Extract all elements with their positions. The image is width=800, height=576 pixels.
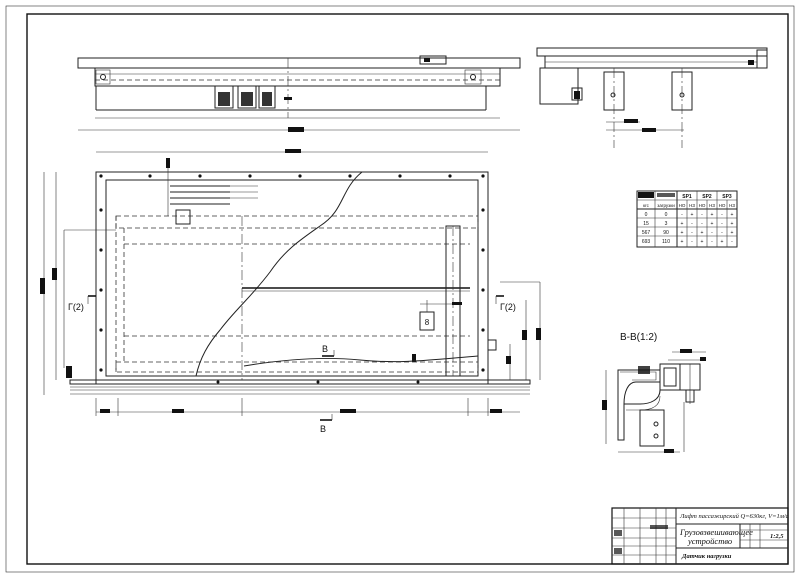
section-g-right-label: Г(2) xyxy=(500,302,516,312)
table-cell: 15 xyxy=(643,221,649,227)
table-cell: 90 xyxy=(663,230,669,236)
outer-frame xyxy=(5,5,795,573)
break-line xyxy=(195,171,363,377)
table-cell: - xyxy=(691,230,693,236)
section-g-left-label: Г(2) xyxy=(68,302,84,312)
table-cell: - xyxy=(701,221,703,227)
title-line3: устройство xyxy=(687,536,732,546)
table-cell: + xyxy=(701,230,704,236)
table-cell: - xyxy=(701,212,703,218)
table-cell: 110 xyxy=(662,239,670,245)
table-sub-2: НО xyxy=(679,203,686,208)
table-cell: 3 xyxy=(665,221,668,227)
table-header-sp1: SP1 xyxy=(682,194,692,200)
table-cell: - xyxy=(721,212,723,218)
top-view xyxy=(77,55,521,132)
table-sub-6: НО xyxy=(719,203,726,208)
table-cell: + xyxy=(731,221,734,227)
cable-bundle xyxy=(166,158,258,225)
title-line2: Грузовзвешивающее xyxy=(679,527,753,537)
table-cell: + xyxy=(681,221,684,227)
side-view xyxy=(536,47,768,148)
table-sub-5: НЗ xyxy=(709,203,715,208)
table-body: 0 0 - + - + - +15 3 + - - + - +567 90 + - + - - +693 110 + - + - + - xyxy=(642,212,734,245)
table-cell: + xyxy=(711,221,714,227)
scale-value: 1:2,5 xyxy=(770,533,784,540)
table-cell: + xyxy=(691,212,694,218)
table-header-sp3: SP3 xyxy=(722,194,732,200)
table-cell: + xyxy=(731,212,734,218)
table-cell: + xyxy=(701,239,704,245)
table-cell: - xyxy=(721,230,723,236)
table-cell: + xyxy=(681,239,684,245)
table-sub-4: НО xyxy=(699,203,706,208)
table-cell: + xyxy=(681,230,684,236)
load-marker: 8 xyxy=(425,318,430,327)
title-block: Лифт пассажирский Q=630кг, V=1м/с Грузов… xyxy=(611,507,789,565)
table-cell: - xyxy=(721,221,723,227)
title-line4: Датчик нагрузки xyxy=(681,553,732,560)
table-cell: - xyxy=(711,230,713,236)
base-rails xyxy=(66,366,531,395)
table-sub-0: кгс xyxy=(643,203,650,208)
inner-frame xyxy=(26,13,789,565)
table-cell: + xyxy=(721,239,724,245)
frame-bolts xyxy=(99,174,485,372)
table-cell: 567 xyxy=(642,230,651,236)
front-view: 8 xyxy=(40,149,541,434)
table-cell: - xyxy=(681,212,683,218)
table-cell: + xyxy=(711,212,714,218)
cut-b-bottom-label: В xyxy=(320,424,326,434)
table-cell: - xyxy=(731,239,733,245)
table-cell: 0 xyxy=(665,212,668,218)
title-line1: Лифт пассажирский Q=630кг, V=1м/с xyxy=(679,513,789,520)
cut-b-top-label: В xyxy=(322,344,328,354)
section-bb-view xyxy=(602,349,706,453)
table-sub-7: НЗ xyxy=(729,203,735,208)
switch-table: SP1 SP2 SP3 кгс загрузки НО НЗ НО НЗ НО … xyxy=(636,190,738,248)
table-cell: + xyxy=(731,230,734,236)
table-sub-1: загрузки xyxy=(657,203,675,208)
table-cell: - xyxy=(691,239,693,245)
table-cell: - xyxy=(711,239,713,245)
table-cell: - xyxy=(691,221,693,227)
table-cell: 0 xyxy=(645,212,648,218)
table-header-sp2: SP2 xyxy=(702,194,712,200)
table-cell: 693 xyxy=(642,239,651,245)
table-sub-3: НЗ xyxy=(689,203,695,208)
section-bb-label: В-В(1:2) xyxy=(620,332,657,343)
